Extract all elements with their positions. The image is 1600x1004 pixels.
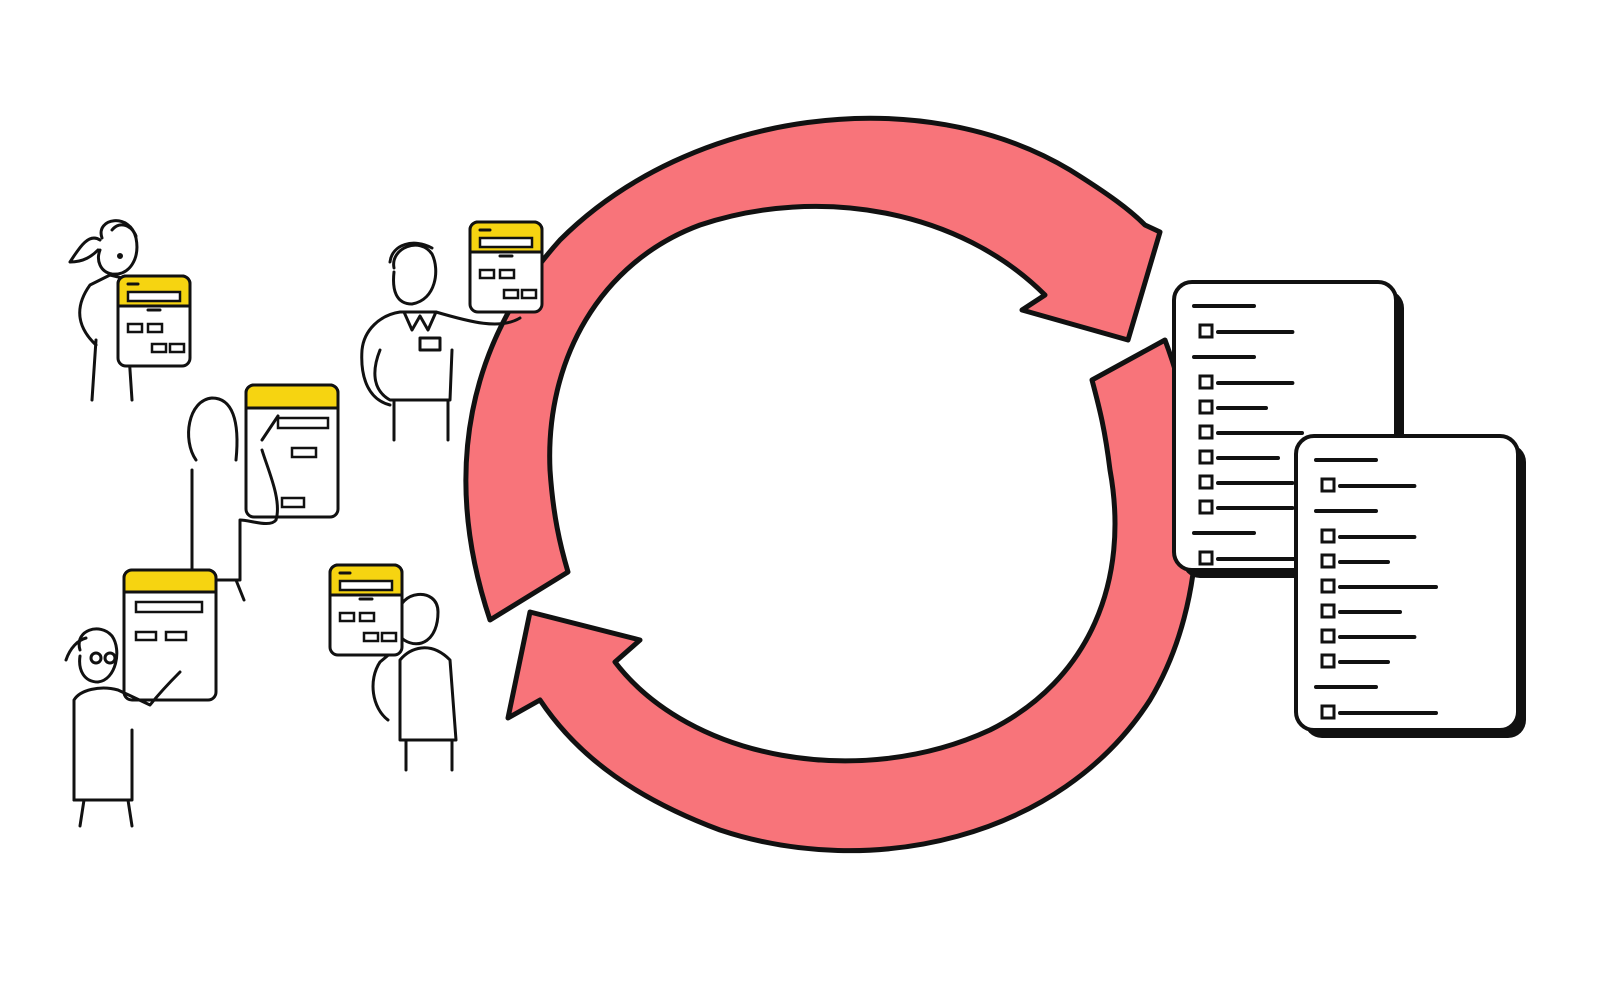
checkbox-icon xyxy=(1198,374,1214,390)
person-drawing-on-board-icon xyxy=(187,383,340,602)
checkbox-icon xyxy=(1198,399,1214,415)
tablet-screen-icon xyxy=(468,220,544,314)
cycle-arrow-top xyxy=(463,115,1163,623)
checkbox-icon xyxy=(1198,424,1214,440)
checkbox-icon xyxy=(1320,704,1336,720)
checkbox-icon xyxy=(1198,323,1214,339)
circular-arrows-icon xyxy=(463,115,1200,854)
person-thinking-icon xyxy=(371,593,458,772)
checklist-rows xyxy=(1314,458,1438,720)
checkbox-icon xyxy=(1198,449,1214,465)
tablet-screen-icon xyxy=(116,274,192,368)
tablet-screen-icon xyxy=(328,563,404,657)
cycle-arrow-bottom xyxy=(505,337,1200,854)
checkbox-icon xyxy=(1320,628,1336,644)
checkbox-icon xyxy=(1198,474,1214,490)
checkbox-icon xyxy=(1198,550,1214,566)
checklist-document-front xyxy=(1294,434,1526,738)
checkbox-icon xyxy=(1320,553,1336,569)
person-holding-tablet-raised-icon xyxy=(360,241,522,442)
person-pointing-at-board-icon xyxy=(64,568,218,828)
checkbox-icon xyxy=(1198,499,1214,515)
checkbox-icon xyxy=(1320,653,1336,669)
checkbox-icon xyxy=(1320,477,1336,493)
checkbox-icon xyxy=(1320,603,1336,619)
checkbox-icon xyxy=(1320,528,1336,544)
checklist-rows xyxy=(1192,304,1304,566)
person-holding-tablet-icon xyxy=(68,219,152,402)
checkbox-icon xyxy=(1320,578,1336,594)
